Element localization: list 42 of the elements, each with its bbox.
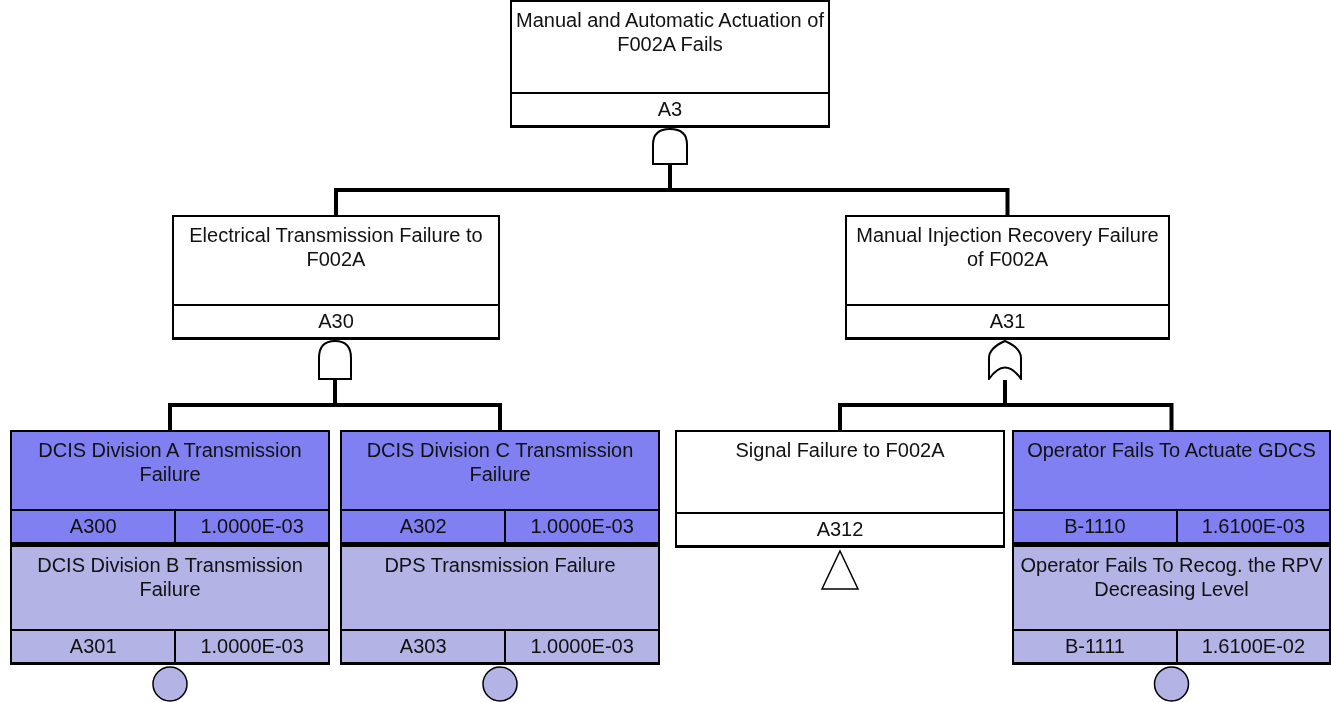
or-gate-symbol	[988, 340, 1022, 380]
event-title: Operator Fails To Actuate GDCS	[1026, 438, 1317, 463]
event-box	[675, 430, 1005, 548]
connector-line	[333, 380, 502, 430]
and-gate-symbol	[318, 340, 352, 380]
connector-line	[1003, 380, 1174, 430]
event-title: DCIS Division C Transmission Failure	[365, 438, 635, 487]
event-id: A312	[815, 517, 865, 542]
connector-line	[668, 165, 1010, 215]
event-title: Electrical Transmission Failure to F002A	[188, 223, 484, 272]
event-box	[1012, 545, 1331, 665]
event-title: Operator Fails To Recog. the RPV Decreasing Level	[1019, 553, 1324, 602]
probability-value: 1.0000E-03	[529, 514, 635, 539]
event-title: DPS Transmission Failure	[383, 553, 617, 578]
event-id: B-1110	[1014, 511, 1178, 542]
event-id: A302	[342, 511, 507, 542]
event-title: Manual and Automatic Actuation of F002A Fails	[515, 8, 825, 57]
event-id: B-1111	[1014, 631, 1178, 662]
probability-value: 1.0000E-03	[529, 634, 635, 659]
event-box	[10, 430, 330, 545]
event-id: A300	[12, 511, 177, 542]
probability-value: 1.6100E-03	[1200, 514, 1307, 539]
event-id: A3	[656, 97, 684, 122]
event-box	[845, 215, 1170, 340]
event-title: Manual Injection Recovery Failure of F002A	[855, 223, 1160, 272]
event-box	[340, 545, 660, 665]
probability-value: 1.0000E-03	[199, 634, 305, 659]
event-title: Signal Failure to F002A	[734, 438, 946, 463]
and-gate-symbol	[652, 128, 688, 165]
event-id: A301	[12, 631, 177, 662]
probability-value: 1.6100E-02	[1200, 634, 1307, 659]
event-title: DCIS Division B Transmission Failure	[36, 553, 304, 602]
event-id: A31	[988, 309, 1027, 334]
event-box	[10, 545, 330, 665]
probability-value: 1.0000E-03	[199, 514, 305, 539]
event-box	[510, 0, 830, 128]
event-box	[172, 215, 500, 340]
event-box	[340, 430, 660, 545]
event-id: A303	[342, 631, 507, 662]
event-title: DCIS Division A Transmission Failure	[37, 438, 303, 487]
event-id: A30	[317, 309, 355, 334]
event-box	[1012, 430, 1331, 545]
